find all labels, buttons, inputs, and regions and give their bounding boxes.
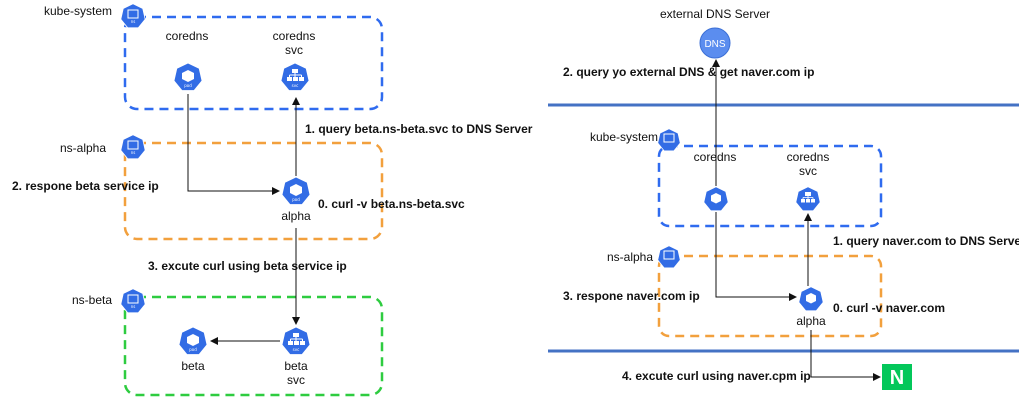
step-2-label: 2. respone beta service ip	[12, 179, 159, 193]
alpha-label: alpha	[796, 314, 826, 328]
naver-logo-icon: N	[882, 364, 912, 390]
right-diagram: external DNS Server DNS kube-system ns-a…	[548, 7, 1019, 390]
step-1-label: 1. query beta.ns-beta.svc to DNS Server	[305, 122, 533, 136]
step-0-label: 0. curl -v beta.ns-beta.svc	[318, 197, 465, 211]
beta-svc-label: beta	[284, 359, 308, 373]
beta-svc-icon: svc	[281, 326, 311, 356]
step-2-label: 2. query yo external DNS & get naver.com…	[563, 65, 814, 79]
step-4-label: 4. excute curl using naver.cpm ip	[622, 369, 811, 383]
ns-icon: ns	[120, 134, 146, 160]
step-0-label: 0. curl -v naver.com	[833, 301, 945, 315]
coredns-svc-icon: svc	[280, 62, 310, 92]
alpha-pod-icon	[798, 286, 824, 312]
ns-icon: ns	[120, 3, 146, 29]
beta-svc-label-line2: svc	[287, 373, 305, 387]
ns-beta-label: ns-beta	[72, 293, 112, 307]
svg-text:svc: svc	[293, 347, 300, 352]
ns-icon: ns	[120, 288, 146, 314]
coredns-label: coredns	[166, 29, 209, 43]
ns-beta-box	[123, 295, 384, 397]
alpha-pod-icon: pod	[281, 176, 311, 206]
ns-alpha-label: ns-alpha	[60, 141, 106, 155]
coredns-label: coredns	[694, 150, 737, 164]
beta-label: beta	[181, 359, 205, 373]
svg-text:pod: pod	[189, 347, 197, 352]
svg-text:ns: ns	[131, 150, 136, 155]
alpha-label: alpha	[281, 209, 311, 223]
coredns-svc-label: coredns	[273, 29, 316, 43]
svg-text:N: N	[890, 367, 904, 389]
coredns-svc-label-line2: svc	[799, 164, 817, 178]
coredns-svc-label-line2: svc	[285, 43, 303, 57]
left-diagram: ns ns ns kube-system ns-alpha ns-beta co…	[12, 3, 533, 397]
arrow-coredns-to-alpha	[715, 212, 797, 301]
ns-icon	[657, 245, 681, 269]
external-dns-label: external DNS Server	[660, 7, 770, 21]
svg-text:svc: svc	[292, 83, 299, 88]
svg-text:pod: pod	[184, 83, 192, 88]
step-1-label: 1. query naver.com to DNS Server	[833, 234, 1019, 248]
svg-text:pod: pod	[292, 197, 300, 202]
coredns-svc-icon	[795, 186, 821, 212]
dns-server-icon: DNS	[699, 27, 731, 59]
svg-text:ns: ns	[131, 19, 136, 24]
ns-kube-system-box	[123, 15, 384, 111]
ns-kube-system-label: kube-system	[590, 130, 658, 144]
arrow-coredns-to-alpha	[187, 94, 280, 195]
coredns-pod-icon: pod	[173, 62, 203, 92]
ns-alpha-box	[123, 141, 384, 241]
coredns-svc-label: coredns	[787, 150, 830, 164]
beta-pod-icon: pod	[178, 326, 208, 356]
svg-text:ns: ns	[131, 304, 136, 309]
step-3-label: 3. respone naver.com ip	[563, 289, 700, 303]
ns-alpha-label: ns-alpha	[607, 250, 653, 264]
svg-text:DNS: DNS	[704, 39, 725, 50]
ns-kube-system-label: kube-system	[44, 4, 112, 18]
ns-alpha-box	[657, 254, 883, 338]
coredns-pod-icon	[703, 186, 729, 212]
ns-kube-system-box	[657, 144, 883, 228]
arrow-alpha-to-naver	[810, 330, 881, 381]
ns-icon	[657, 128, 681, 152]
step-3-label: 3. excute curl using beta service ip	[148, 259, 347, 273]
